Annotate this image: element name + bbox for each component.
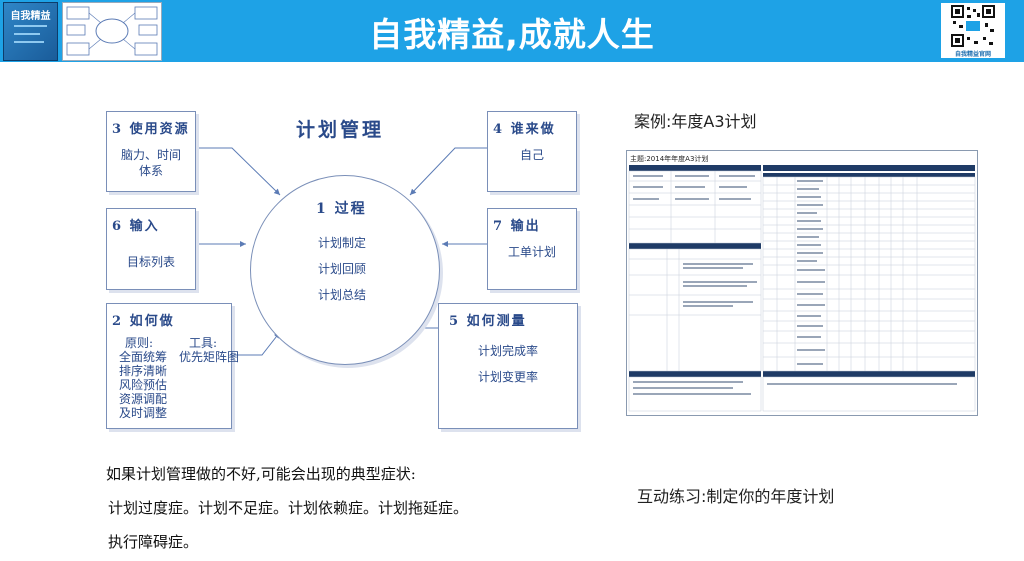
- a3-plan-header: 主题:2014年年度A3计划: [630, 155, 709, 163]
- qr-caption: 自我精益官网: [954, 51, 991, 58]
- diagram-title: 计划管理: [296, 119, 385, 141]
- box-how-to-do: 2 如何做 原则: 工具: 全面统筹 优先矩阵图 排序清晰 风险预估 资源调配 …: [106, 303, 239, 429]
- box-who-title: 4 谁来做: [493, 122, 556, 137]
- box-resources-title: 3 使用资源: [112, 122, 190, 137]
- box-resources-line-1: 脑力、时间: [120, 148, 181, 162]
- box-how-principle-5: 及时调整: [119, 406, 168, 420]
- box-measure-title: 5 如何测量: [449, 314, 527, 329]
- box-how-tool: 优先矩阵图: [179, 350, 240, 364]
- mindmap-thumbnail-image: [62, 2, 162, 61]
- process-circle: [250, 175, 440, 365]
- box-how-principle-2: 排序清晰: [119, 364, 168, 378]
- book-cover-image: 自我精益: [3, 2, 58, 61]
- a3-plan-table-graphic: [628, 165, 976, 412]
- arrow-who: [409, 147, 487, 196]
- box-measure-line-1: 计划完成率: [477, 344, 538, 358]
- box-how-tool-label: 工具:: [189, 336, 218, 350]
- process-item-2: 计划回顾: [318, 262, 367, 276]
- box-how-to-measure: 5 如何测量 计划完成率 计划变更率: [438, 303, 578, 429]
- box-use-resources: 3 使用资源 脑力、时间 体系: [106, 111, 196, 192]
- symptoms-intro: 如果计划管理做的不好,可能会出现的典型症状:: [106, 465, 416, 483]
- header-bar: 自我精益 自我精益,成就人生: [0, 0, 1024, 62]
- symptoms-line-1: 计划过度症。计划不足症。计划依赖症。计划拖延症。: [108, 499, 469, 517]
- process-item-1: 计划制定: [318, 236, 367, 250]
- box-who-does: 4 谁来做 自己: [487, 111, 577, 192]
- box-how-principle-1: 全面统筹: [119, 350, 168, 364]
- symptoms-line-2: 执行障碍症。: [108, 533, 199, 551]
- box-how-principle-3: 风险预估: [119, 378, 168, 392]
- box-input-line-1: 目标列表: [126, 255, 175, 269]
- box-output: 7 输出 工单计划: [487, 208, 577, 290]
- box-how-principle-label: 原则:: [125, 336, 154, 350]
- a3-plan-image: 主题:2014年年度A3计划: [626, 150, 978, 416]
- arrow-resources: [194, 147, 281, 196]
- box-how-principle-4: 资源调配: [119, 392, 168, 406]
- qr-code-graphic: [951, 5, 995, 47]
- box-how-title: 2 如何做: [112, 314, 175, 329]
- mindmap-thumbnail-graphic: [66, 6, 158, 56]
- qr-code-image: 自我精益官网: [941, 3, 1005, 58]
- slide-title: 自我精益,成就人生: [369, 15, 655, 54]
- book-title: 自我精益: [10, 11, 51, 22]
- box-output-line-1: 工单计划: [507, 245, 556, 259]
- exercise-label: 互动练习:制定你的年度计划: [637, 487, 835, 506]
- box-resources-line-2: 体系: [138, 164, 163, 178]
- arrow-how: [230, 331, 281, 356]
- box-input: 6 输入 目标列表: [106, 208, 196, 290]
- box-input-title: 6 输入: [112, 219, 160, 234]
- case-title: 案例:年度A3计划: [634, 112, 757, 131]
- process-item-3: 计划总结: [318, 288, 367, 302]
- process-title: 1 过程: [316, 201, 367, 217]
- box-who-line-1: 自己: [519, 148, 544, 162]
- box-measure-line-2: 计划变更率: [477, 370, 538, 384]
- box-output-title: 7 输出: [493, 219, 541, 234]
